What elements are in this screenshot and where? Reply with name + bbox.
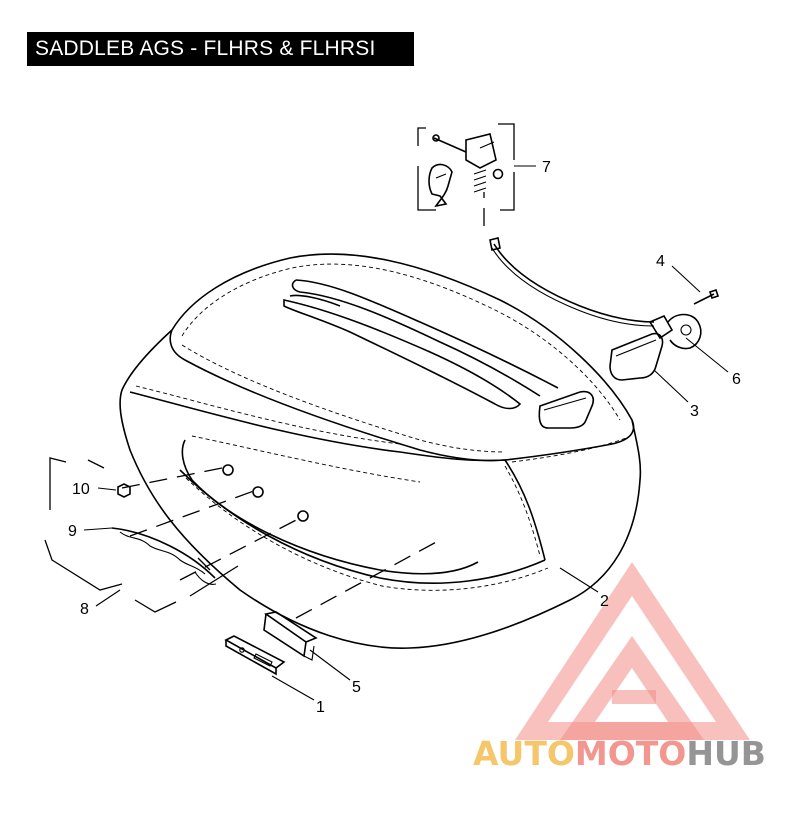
part-trim-plate xyxy=(224,635,286,676)
watermark-logo xyxy=(515,562,750,740)
callout-2: 2 xyxy=(600,593,609,610)
page-title: SADDLEB AGS - FLHRS & FLHRSI xyxy=(27,32,414,66)
callouts: 1 2 3 4 5 6 7 8 9 10 xyxy=(68,159,741,716)
part-emblem xyxy=(111,527,217,585)
watermark-text: AUTOMOTOHUB xyxy=(473,734,766,773)
callout-9: 9 xyxy=(68,523,77,540)
part-latch-assembly xyxy=(417,123,515,211)
part-screw xyxy=(693,288,720,305)
callout-1: 1 xyxy=(316,699,325,716)
callout-5: 5 xyxy=(352,679,361,696)
leader-lines xyxy=(83,165,729,701)
nut-hardware xyxy=(222,464,309,522)
saddlebag-body xyxy=(119,253,642,649)
watermark-hub: HUB xyxy=(686,734,766,773)
part-lock-cylinder xyxy=(648,313,702,350)
part-mounting-plate xyxy=(263,611,318,661)
callout-4: 4 xyxy=(656,253,665,270)
bracket-group-8 xyxy=(44,457,239,613)
svg-text:AUTOMOTOHUB: AUTOMOTOHUB xyxy=(473,734,766,773)
callout-6: 6 xyxy=(732,371,741,388)
alignment-lines xyxy=(121,192,485,619)
watermark-auto: AUTO xyxy=(473,734,575,773)
callout-7: 7 xyxy=(542,159,551,176)
callout-3: 3 xyxy=(690,403,699,420)
release-cable xyxy=(489,237,655,327)
watermark-moto: MOTO xyxy=(575,734,686,773)
part-latch-cover xyxy=(609,332,664,381)
callout-8: 8 xyxy=(80,601,89,618)
callout-10: 10 xyxy=(72,481,90,498)
part-nut xyxy=(117,483,131,498)
